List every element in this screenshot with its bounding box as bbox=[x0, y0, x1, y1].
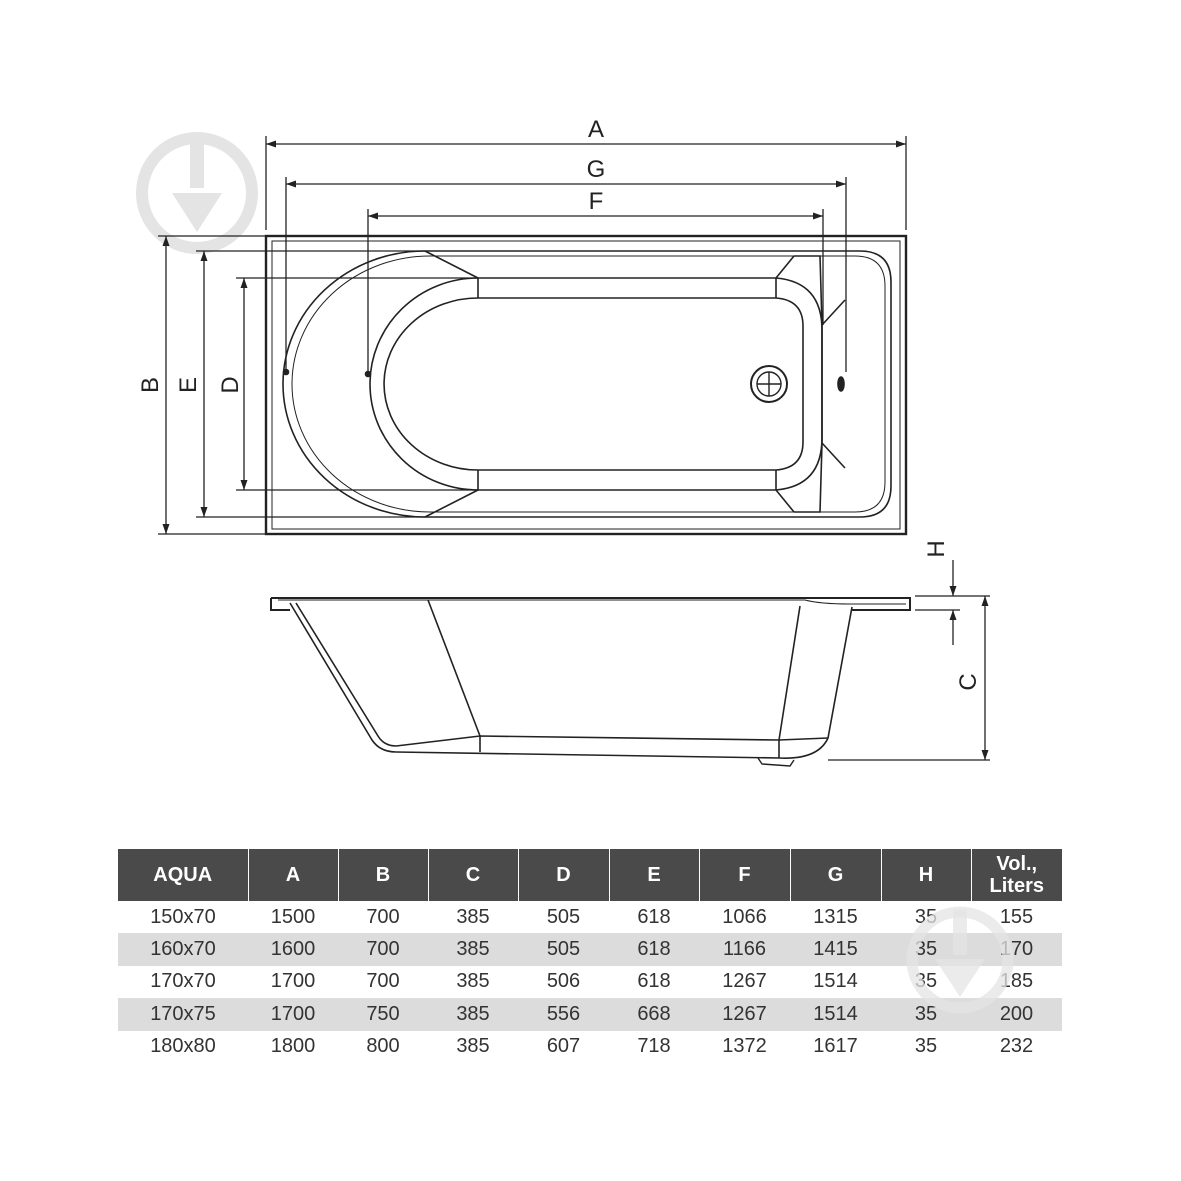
table-header-cell: AQUA bbox=[118, 849, 249, 901]
table-cell: 1600 bbox=[248, 933, 338, 966]
table-cell: 718 bbox=[637, 1035, 671, 1058]
table-header-cell: D bbox=[518, 849, 610, 901]
table-cell: 180x80 bbox=[150, 1035, 216, 1058]
table-header-cell: E bbox=[609, 849, 700, 901]
table-cell: 385 bbox=[428, 998, 518, 1031]
table-cell: 385 bbox=[456, 905, 490, 928]
table-cell: 1700 bbox=[248, 998, 338, 1031]
table-cell: 700 bbox=[366, 970, 400, 993]
drop-logo-icon bbox=[906, 906, 1014, 1014]
table-cell: 150x70 bbox=[150, 905, 216, 928]
dim-label-f: F bbox=[589, 188, 604, 215]
side-view-dimensions bbox=[828, 560, 990, 761]
table-cell: 160x70 bbox=[118, 933, 248, 966]
table-cell: 618 bbox=[637, 970, 671, 993]
dim-label-a: A bbox=[588, 116, 604, 143]
table-cell: 618 bbox=[637, 905, 671, 928]
table-cell: 232 bbox=[999, 1035, 1034, 1058]
dim-label-g: G bbox=[587, 156, 606, 183]
dim-label-b: B bbox=[137, 377, 164, 393]
table-cell: 1267 bbox=[699, 998, 790, 1031]
table-header-cell: C bbox=[428, 849, 519, 901]
table-cell: 1372 bbox=[722, 1035, 767, 1058]
table-cell: 170x75 bbox=[118, 998, 248, 1031]
dim-label-c: C bbox=[955, 673, 982, 690]
top-view-dimensions bbox=[158, 136, 907, 535]
table-cell: 1800 bbox=[270, 1035, 316, 1058]
table-cell: 1617 bbox=[813, 1035, 858, 1058]
table-cell: 1514 bbox=[790, 998, 881, 1031]
table-cell: 1700 bbox=[270, 970, 316, 993]
table-header-cell: Vol., Liters bbox=[971, 849, 1062, 901]
table-cell: 750 bbox=[338, 998, 428, 1031]
table-header-cell: G bbox=[790, 849, 882, 901]
table-cell: 607 bbox=[546, 1035, 581, 1058]
dim-label-h: H bbox=[923, 540, 950, 557]
table-cell: 385 bbox=[428, 933, 518, 966]
table-cell: 1267 bbox=[722, 970, 767, 993]
table-cell: 618 bbox=[609, 933, 699, 966]
dim-label-d: D bbox=[217, 376, 244, 393]
table-cell: 155 bbox=[999, 905, 1034, 928]
top-view bbox=[264, 234, 908, 536]
table-cell: 35 bbox=[914, 1035, 938, 1058]
table-cell: 1500 bbox=[270, 905, 316, 928]
dim-label-e: E bbox=[175, 377, 202, 393]
table-cell: 668 bbox=[609, 998, 699, 1031]
table-header-cell: B bbox=[338, 849, 429, 901]
table-cell: 1514 bbox=[813, 970, 858, 993]
table-cell: 556 bbox=[518, 998, 609, 1031]
table-cell: 1315 bbox=[813, 905, 858, 928]
table-cell: 505 bbox=[546, 905, 581, 928]
table-header-cell: H bbox=[881, 849, 972, 901]
table-cell: 385 bbox=[456, 1035, 490, 1058]
table-header-cell: F bbox=[699, 849, 791, 901]
side-view bbox=[270, 597, 911, 767]
table-cell: 1166 bbox=[699, 933, 790, 966]
table-cell: 1415 bbox=[790, 933, 881, 966]
table-cell: 505 bbox=[518, 933, 609, 966]
table-cell: 170x70 bbox=[150, 970, 216, 993]
table-cell: 506 bbox=[546, 970, 581, 993]
table-cell: 385 bbox=[456, 970, 490, 993]
table-cell: 800 bbox=[366, 1035, 400, 1058]
table-header-cell: A bbox=[248, 849, 339, 901]
table-row: 180x80 1800 800 385 607 718 1372 1617 35 232 bbox=[118, 1031, 1062, 1063]
table-cell: 700 bbox=[366, 905, 400, 928]
drop-logo-icon bbox=[136, 132, 258, 254]
table-cell: 700 bbox=[338, 933, 428, 966]
table-cell: 1066 bbox=[722, 905, 767, 928]
